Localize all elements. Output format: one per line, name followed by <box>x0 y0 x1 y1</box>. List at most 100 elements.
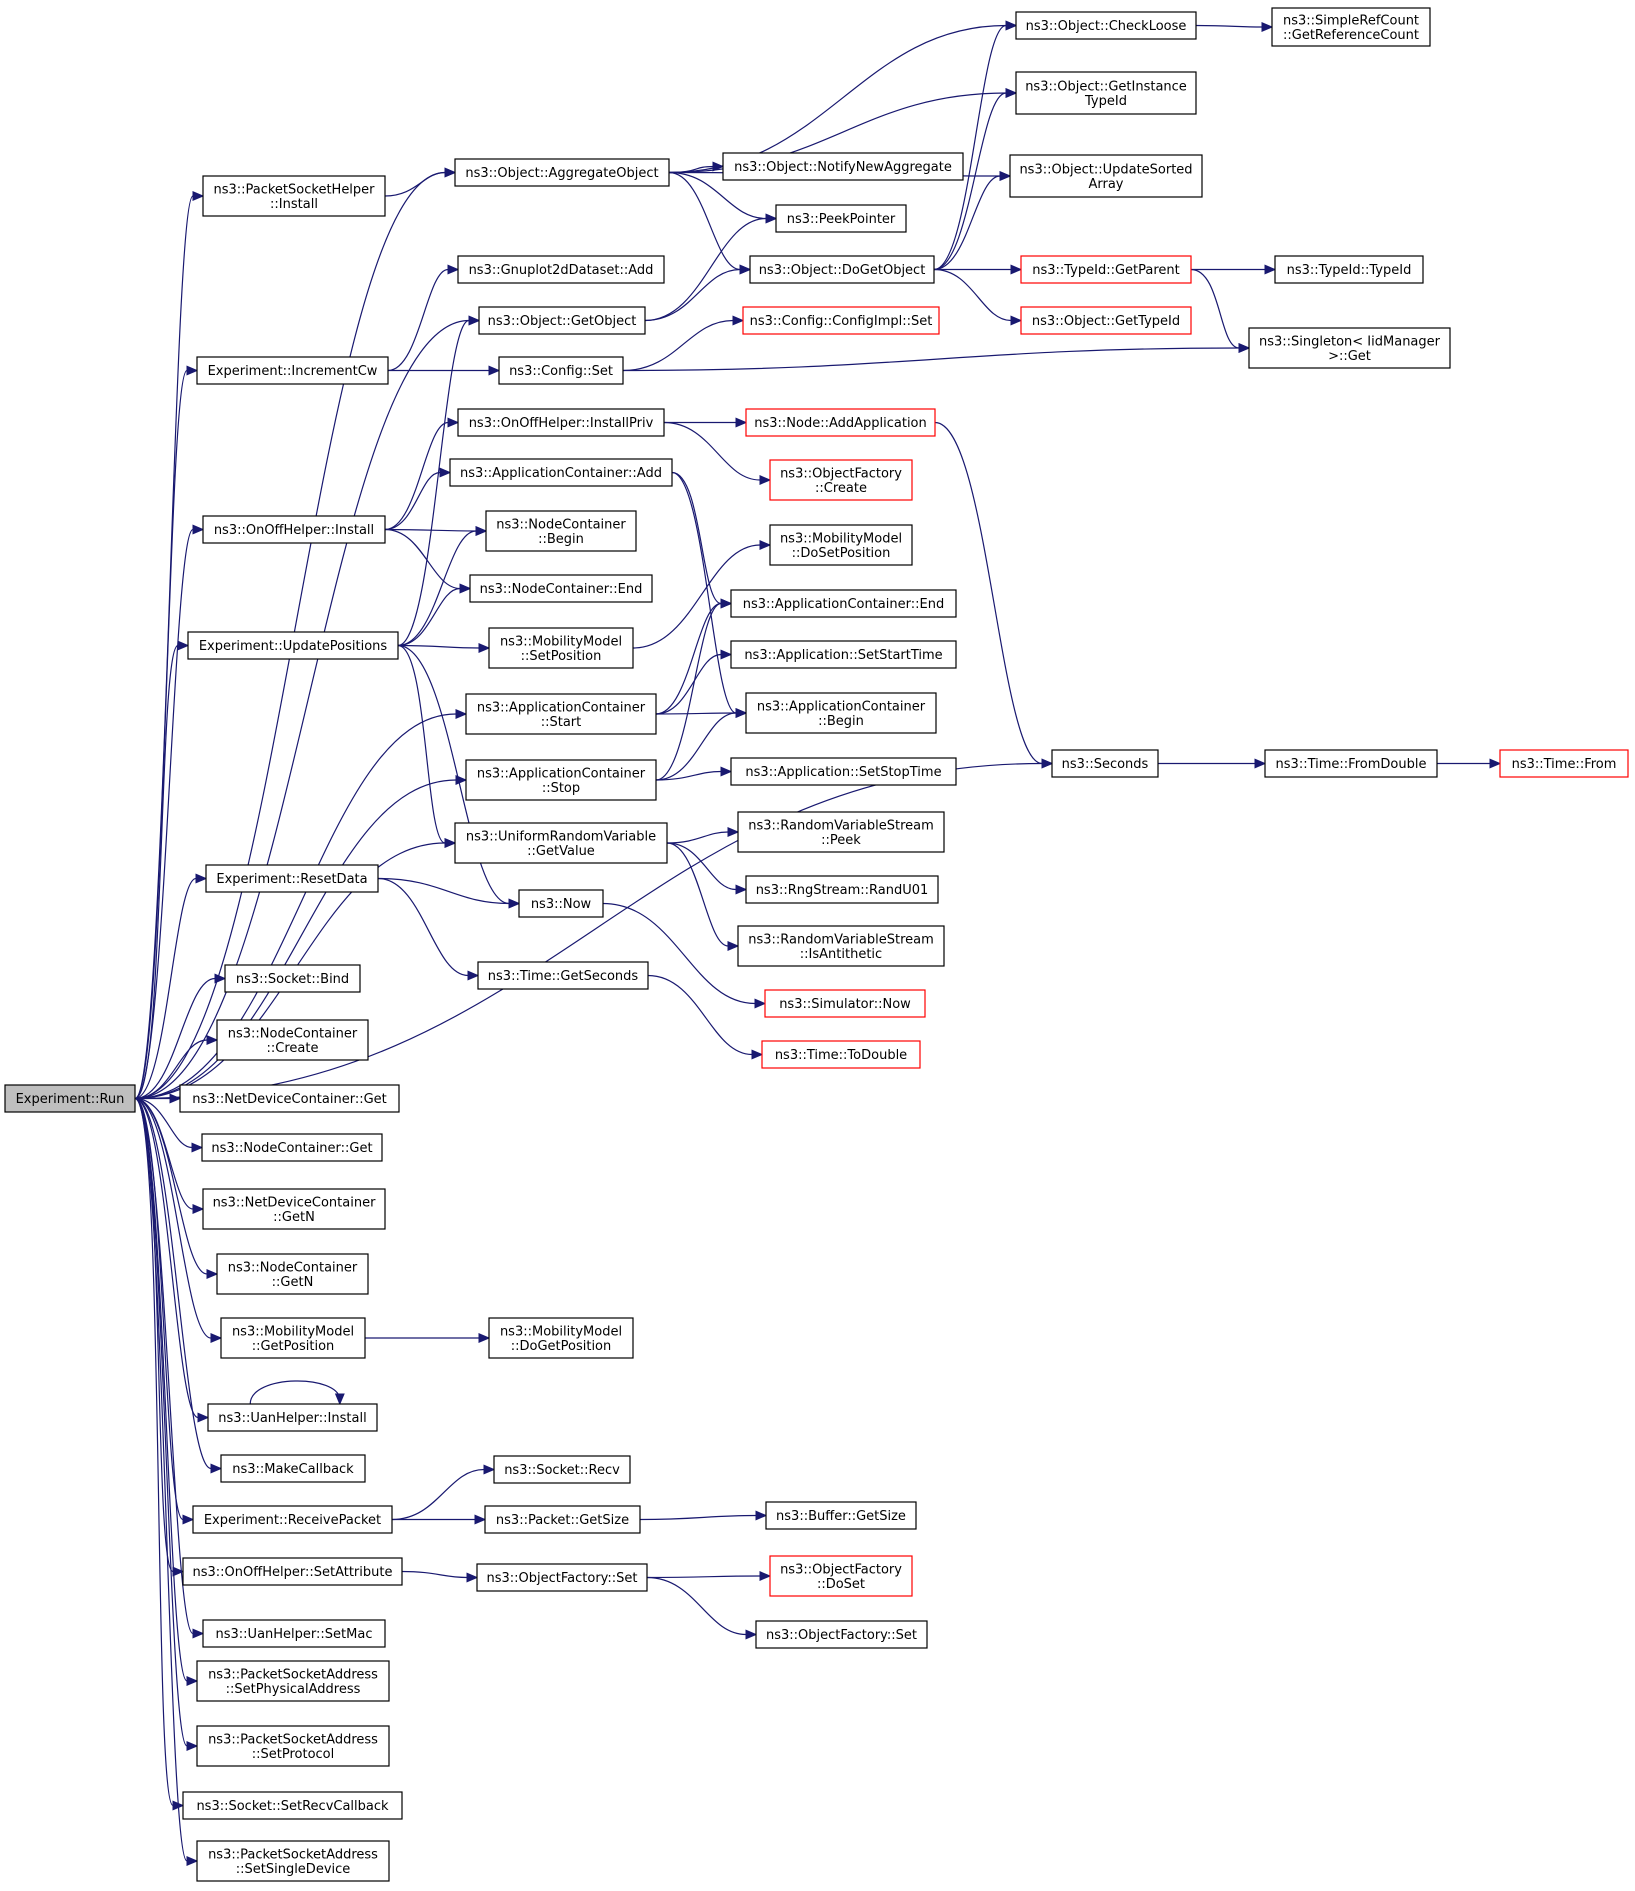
node-label: ns3::NodeContainer::Get <box>211 1141 372 1156</box>
node-label: ns3::ApplicationContainer::End <box>743 597 944 612</box>
node-nccreate[interactable]: ns3::NodeContainer::Create <box>216 1019 369 1061</box>
node-label: ns3::UniformRandomVariable <box>466 829 656 844</box>
node-socketrecv[interactable]: ns3::Socket::Recv <box>493 1455 631 1484</box>
node-label: ::SetPhysicalAddress <box>226 1682 361 1697</box>
node-box <box>730 757 957 786</box>
node-mmdosetpos[interactable]: ns3::MobilityModel::DoSetPosition <box>769 524 913 566</box>
node-label: ::GetN <box>273 1210 315 1225</box>
edge-line <box>384 171 446 197</box>
node-getparent[interactable]: ns3::TypeId::GetParent <box>1020 255 1192 284</box>
node-setstarttime[interactable]: ns3::Application::SetStartTime <box>730 640 957 669</box>
node-incrementcw[interactable]: Experiment::IncrementCw <box>196 356 389 385</box>
node-ncend[interactable]: ns3::NodeContainer::End <box>469 574 653 603</box>
node-acbegin[interactable]: ns3::ApplicationContainer::Begin <box>745 692 937 734</box>
arrowhead <box>483 1464 496 1475</box>
node-acend[interactable]: ns3::ApplicationContainer::End <box>730 589 957 618</box>
arrowhead <box>720 598 733 609</box>
node-singleton[interactable]: ns3::Singleton< IidManager>::Get <box>1248 327 1451 369</box>
node-getseconds[interactable]: ns3::Time::GetSeconds <box>477 961 649 990</box>
edge-line <box>622 319 734 372</box>
edge-run-to-resetdata <box>134 873 208 1100</box>
node-checkloose[interactable]: ns3::Object::CheckLoose <box>1015 11 1197 40</box>
node-simnow[interactable]: ns3::Simulator::Now <box>764 989 926 1018</box>
node-randu01[interactable]: ns3::RngStream::RandU01 <box>745 875 939 904</box>
node-aggregate[interactable]: ns3::Object::AggregateObject <box>454 158 670 187</box>
node-psasetphys[interactable]: ns3::PacketSocketAddress::SetPhysicalAdd… <box>196 1660 390 1702</box>
node-onoffsetattr[interactable]: ns3::OnOffHelper::SetAttribute <box>182 1557 403 1586</box>
node-psasetproto[interactable]: ns3::PacketSocketAddress::SetProtocol <box>196 1725 390 1767</box>
node-objfactcreate[interactable]: ns3::ObjectFactory::Create <box>769 459 913 501</box>
node-box <box>207 1403 378 1432</box>
node-urvgetvalue[interactable]: ns3::UniformRandomVariable::GetValue <box>454 822 668 864</box>
node-label: ns3::Singleton< IidManager <box>1259 334 1441 349</box>
arrowhead <box>195 873 208 884</box>
node-objfactset[interactable]: ns3::ObjectFactory::Set <box>476 1563 648 1592</box>
node-appcontadd[interactable]: ns3::ApplicationContainer::Add <box>449 458 673 487</box>
node-getobject[interactable]: ns3::Object::GetObject <box>478 306 646 335</box>
node-packetgetsize[interactable]: ns3::Packet::GetSize <box>484 1505 641 1534</box>
edge-updatepos-to-getobject <box>397 315 481 647</box>
edge-acstop-to-acbegin <box>655 708 748 781</box>
node-peekpointer[interactable]: ns3::PeekPointer <box>775 204 907 233</box>
node-objfactdoset[interactable]: ns3::ObjectFactory::DoSet <box>769 1555 913 1597</box>
node-ncgetn[interactable]: ns3::NodeContainer::GetN <box>216 1253 369 1295</box>
edge-run-to-nccreate <box>134 1035 219 1100</box>
node-gnuplotadd[interactable]: ns3::Gnuplot2dDataset::Add <box>457 255 665 284</box>
node-resetdata[interactable]: Experiment::ResetData <box>205 864 379 893</box>
node-uaninstall[interactable]: ns3::UanHelper::Install <box>207 1403 378 1432</box>
arrowhead <box>727 827 740 837</box>
node-mmgetpos[interactable]: ns3::MobilityModel::GetPosition <box>220 1317 366 1359</box>
node-acstop[interactable]: ns3::ApplicationContainer::Stop <box>465 759 657 801</box>
edge-installpriv-to-addapp <box>663 417 748 428</box>
node-ncget[interactable]: ns3::NodeContainer::Get <box>201 1133 383 1162</box>
node-psasetsingle[interactable]: ns3::PacketSocketAddress::SetSingleDevic… <box>196 1840 390 1882</box>
node-uansetmac[interactable]: ns3::UanHelper::SetMac <box>202 1619 386 1648</box>
node-now[interactable]: ns3::Now <box>518 889 604 918</box>
node-mmsetpos[interactable]: ns3::MobilityModel::SetPosition <box>488 627 634 669</box>
node-configimplset[interactable]: ns3::Config::ConfigImpl::Set <box>742 306 940 335</box>
edge-run-to-ncgetn <box>134 1097 219 1279</box>
edge-line <box>387 268 449 372</box>
node-mmdogetpos[interactable]: ns3::MobilityModel::DoGetPosition <box>488 1317 634 1359</box>
node-label: ns3::PeekPointer <box>787 212 896 227</box>
edge-line <box>639 1514 757 1521</box>
node-label: ns3::Time::FromDouble <box>1276 757 1427 772</box>
node-setstoptime[interactable]: ns3::Application::SetStopTime <box>730 757 957 786</box>
node-ndcget[interactable]: ns3::NetDeviceContainer::Get <box>179 1084 400 1113</box>
node-addapp[interactable]: ns3::Node::AddApplication <box>745 408 936 437</box>
node-configset[interactable]: ns3::Config::Set <box>498 356 624 385</box>
node-dogetobject[interactable]: ns3::Object::DoGetObject <box>749 255 935 284</box>
node-installpriv[interactable]: ns3::OnOffHelper::InstallPriv <box>457 408 665 437</box>
edge-dogetobject-to-updatesorted <box>933 171 1012 271</box>
node-typeid[interactable]: ns3::TypeId::TypeId <box>1274 255 1424 284</box>
node-updatepos[interactable]: Experiment::UpdatePositions <box>187 631 399 660</box>
node-socksetrecv[interactable]: ns3::Socket::SetRecvCallback <box>182 1791 403 1820</box>
node-acstart[interactable]: ns3::ApplicationContainer::Start <box>465 693 657 735</box>
node-notifynewagg[interactable]: ns3::Object::NotifyNewAggregate <box>722 152 964 181</box>
node-fromdouble[interactable]: ns3::Time::FromDouble <box>1264 749 1438 778</box>
node-ndcgetn[interactable]: ns3::NetDeviceContainer::GetN <box>202 1188 386 1230</box>
node-rvspeek[interactable]: ns3::RandomVariableStream::Peek <box>737 811 945 853</box>
arrowhead <box>720 766 733 777</box>
node-gettypeid[interactable]: ns3::Object::GetTypeId <box>1020 306 1192 335</box>
node-onoffinstall[interactable]: ns3::OnOffHelper::Install <box>202 515 386 544</box>
node-label: ns3::NodeContainer::End <box>480 582 643 597</box>
node-isantithetic[interactable]: ns3::RandomVariableStream::IsAntithetic <box>737 925 945 967</box>
node-getrefcount[interactable]: ns3::SimpleRefCount::GetReferenceCount <box>1271 7 1431 47</box>
node-makecallback[interactable]: ns3::MakeCallback <box>220 1454 366 1483</box>
node-receivepacket[interactable]: Experiment::ReceivePacket <box>192 1505 393 1534</box>
node-objfactset2[interactable]: ns3::ObjectFactory::Set <box>755 1620 928 1649</box>
node-ncbegin[interactable]: ns3::NodeContainer::Begin <box>485 510 637 552</box>
node-label: ns3::TypeId::GetParent <box>1032 263 1180 278</box>
node-run[interactable]: Experiment::Run <box>4 1084 136 1113</box>
edge-onoffinstall-to-ncbegin <box>384 526 488 536</box>
node-buffergetsize[interactable]: ns3::Buffer::GetSize <box>765 1501 917 1530</box>
node-psh_install[interactable]: ns3::PacketSocketHelper::Install <box>202 175 386 217</box>
node-socketbind[interactable]: ns3::Socket::Bind <box>224 964 361 993</box>
node-seconds[interactable]: ns3::Seconds <box>1051 749 1159 778</box>
node-timefrom[interactable]: ns3::Time::From <box>1499 749 1629 778</box>
node-todouble[interactable]: ns3::Time::ToDouble <box>761 1040 921 1069</box>
edge-checkloose-to-getrefcount <box>1195 22 1274 32</box>
